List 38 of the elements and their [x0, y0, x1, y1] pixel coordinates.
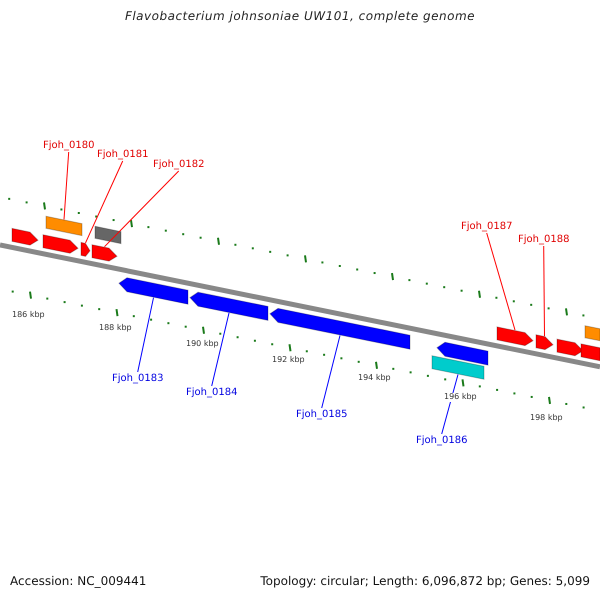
gene-block [269, 308, 410, 350]
diagram-title: Flavobacterium johnsoniae UW101, complete genome [124, 10, 476, 24]
leader-line [441, 374, 458, 434]
gene-label: Fjoh_0181 [97, 149, 148, 160]
gene-block [436, 342, 488, 366]
leader-line [321, 335, 340, 408]
gene-block [189, 292, 268, 322]
footer-text: Accession: NC_009441 [10, 575, 146, 588]
gene-label: Fjoh_0183 [112, 373, 164, 384]
gene-bar [46, 216, 82, 236]
gene-label: Fjoh_0180 [43, 140, 94, 151]
gene-bar [94, 226, 122, 244]
gene-label: Fjoh_0186 [416, 435, 468, 446]
gene-block [580, 343, 600, 362]
leader-line [85, 160, 124, 244]
footer-text: Topology: circular; Length: 6,096,872 bp; Genes: 5,099 [260, 575, 590, 588]
leader-line [543, 246, 545, 336]
leader-line [104, 170, 180, 248]
gene-bar [584, 325, 600, 342]
gene-label: Fjoh_0185 [296, 409, 348, 420]
gene-block [12, 228, 39, 246]
scale-label: 190 kbp [186, 340, 219, 349]
scale-label: 196 kbp [444, 393, 477, 402]
scale-label: 188 kbp [99, 324, 132, 333]
gene-label: Fjoh_0187 [461, 221, 512, 232]
leader-line [211, 312, 230, 386]
leader-line [137, 297, 154, 372]
scale-label: 194 kbp [358, 374, 391, 383]
scale-label: 186 kbp [12, 311, 45, 320]
gene-label: Fjoh_0182 [153, 159, 204, 170]
gene-label: Fjoh_0184 [186, 387, 238, 398]
leader-line [486, 232, 516, 330]
gene-block [118, 277, 188, 305]
leader-line [64, 152, 70, 220]
scale-label: 198 kbp [530, 414, 563, 423]
gene-label: Fjoh_0188 [518, 234, 570, 245]
gene-bar [432, 355, 484, 380]
gene-block [536, 334, 554, 350]
